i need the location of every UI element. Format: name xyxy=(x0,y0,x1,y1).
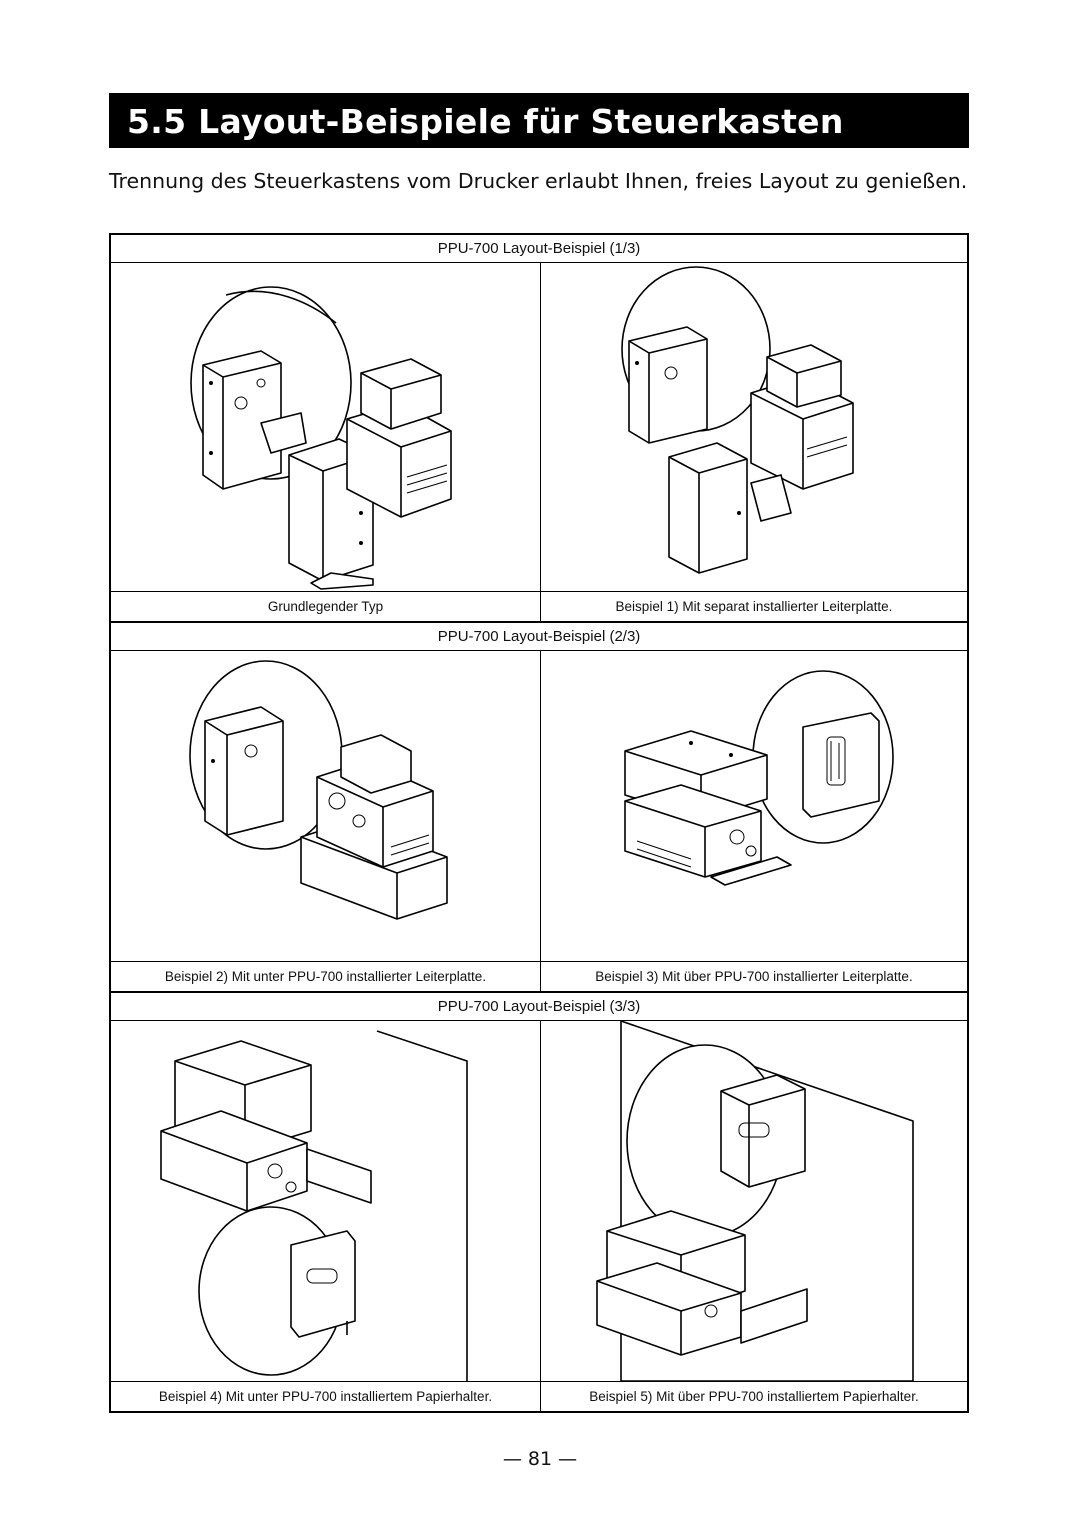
example-cell-separate-board: Beispiel 1) Mit separat installierter Le… xyxy=(541,263,967,621)
example-cell-basic-type: Grundlegender Typ xyxy=(111,263,541,621)
printer-illustration xyxy=(596,1021,914,1381)
page-number: — 81 — xyxy=(502,1448,578,1470)
section-title: PPU-700 Layout-Beispiel (1/3) xyxy=(111,235,967,263)
example-caption: Beispiel 5) Mit über PPU-700 installiert… xyxy=(541,1381,967,1411)
layout-section-2: PPU-700 Layout-Beispiel (2/3) Beispiel 2… xyxy=(111,623,967,991)
example-caption: Beispiel 1) Mit separat installierter Le… xyxy=(541,591,967,621)
section-title: PPU-700 Layout-Beispiel (2/3) xyxy=(111,623,967,651)
layout-section-1: PPU-700 Layout-Beispiel (1/3) G xyxy=(111,235,967,621)
example-caption: Grundlegender Typ xyxy=(111,591,540,621)
printer-illustration xyxy=(624,670,894,886)
layout-examples-table: PPU-700 Layout-Beispiel (1/3) G xyxy=(109,233,969,1413)
printer-illustration xyxy=(190,286,452,590)
example-cell-holder-above: Beispiel 5) Mit über PPU-700 installiert… xyxy=(541,1021,967,1411)
printer-illustration xyxy=(160,1030,468,1381)
printer-illustration xyxy=(621,266,854,574)
example-caption: Beispiel 3) Mit über PPU-700 installiert… xyxy=(541,961,967,991)
section-heading: 5.5 Layout-Beispiele für Steuerkasten xyxy=(109,93,969,148)
example-cell-board-below: Beispiel 2) Mit unter PPU-700 installier… xyxy=(111,651,541,991)
example-cell-board-above: Beispiel 3) Mit über PPU-700 installiert… xyxy=(541,651,967,991)
example-caption: Beispiel 4) Mit unter PPU-700 installier… xyxy=(111,1381,540,1411)
intro-paragraph: Trennung des Steuerkastens vom Drucker e… xyxy=(109,169,968,193)
layout-section-3: PPU-700 Layout-Beispiel (3/3) Beispiel 4… xyxy=(111,993,967,1411)
printer-illustration xyxy=(189,660,448,920)
example-cell-holder-below: Beispiel 4) Mit unter PPU-700 installier… xyxy=(111,1021,541,1411)
section-title: PPU-700 Layout-Beispiel (3/3) xyxy=(111,993,967,1021)
example-caption: Beispiel 2) Mit unter PPU-700 installier… xyxy=(111,961,540,991)
